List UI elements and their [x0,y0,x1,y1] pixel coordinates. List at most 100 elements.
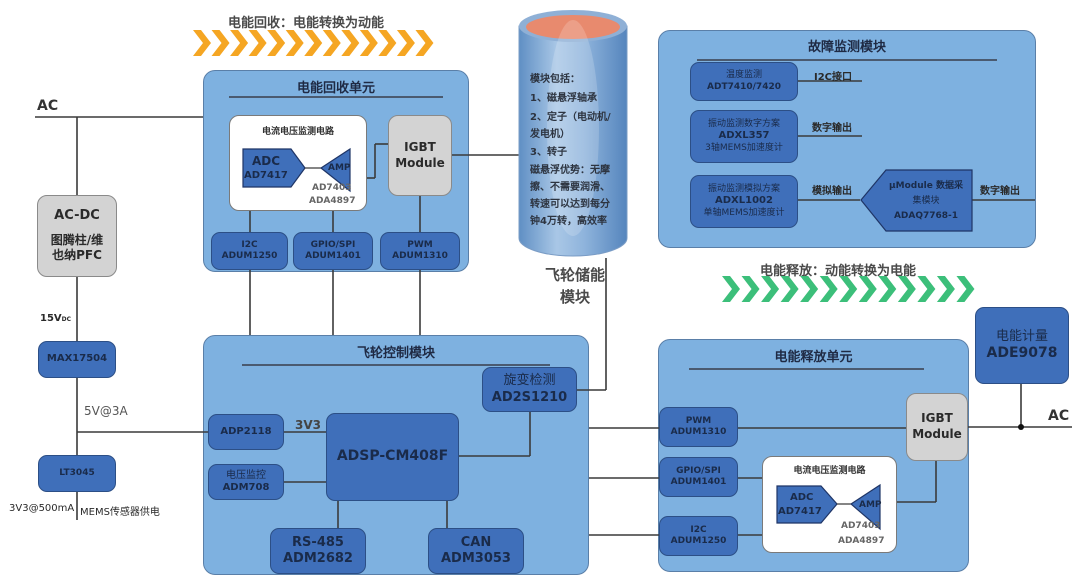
chevron [741,276,760,302]
release-pwm-line2: ADUM1310 [670,427,727,437]
chevron [722,276,740,302]
flywheel-caption: 飞轮储能 模块 [530,264,620,308]
recovery-igbt-line1: IGBT [404,139,436,154]
dsp-chip: ADSP-CM408F [326,413,459,501]
vib-analog-line2: ADXL1002 [715,195,773,207]
recovery-adc-amp-shapes [242,147,351,193]
energy-meter-line2: ADE9078 [986,344,1058,361]
chevron [780,276,799,302]
energy-meter-chip: 电能计量 ADE9078 [975,307,1069,384]
release-igbt-line1: IGBT [921,411,953,426]
temp-output-label: I2C接口 [814,72,853,83]
chevron [858,276,877,302]
chevron [761,276,780,302]
v15-value: 15V [40,313,62,324]
chevron [211,30,230,56]
recovery-amp-shape [319,147,351,193]
chevron [359,30,378,56]
adm708-chip: 电压监控 ADM708 [208,464,284,500]
recovery-gpio-line2: ADUM1401 [305,251,361,261]
flywheel-caption-line1: 飞轮储能 [544,266,605,284]
temp-monitor-chip: 温度监测 ADT7410/7420 [690,62,798,101]
flywheel-line: 模块包括： [530,74,580,85]
chevron [230,30,249,56]
v33-rail-label: 3V3 [295,418,321,432]
recovery-monitor-title: 电流电压监测电路 [261,127,334,137]
resolver-line1: 旋变检测 [503,373,556,389]
chevron [917,276,936,302]
release-gpio-line2: ADUM1401 [670,477,727,487]
release-amp-name: AMP [859,500,882,510]
release-gpio-line1: GPIO/SPI [676,465,721,476]
release-chevron-arrow [722,276,975,302]
recovery-amp-part1: AD7403 [312,183,352,193]
adm708-line1: 电压监控 [226,469,266,481]
fault-module-rule [697,59,997,61]
umodule-output-label: 数字输出 [980,186,1020,197]
vib-digital-line2: ADXL357 [718,130,770,142]
recovery-pwm-isolator: PWM ADUM1310 [380,232,460,270]
recovery-i2c-isolator: I2C ADUM1250 [211,232,288,270]
dsp-label: ADSP-CM408F [336,448,449,465]
chevron [396,30,415,56]
flywheel-caption-line2: 模块 [559,288,590,306]
release-pwm-isolator: PWM ADUM1310 [659,407,738,447]
mems-supply-label: MEMS传感器供电 [80,507,160,518]
flywheel-line: 转速可以达到每分 [530,199,610,210]
release-igbt-module: IGBT Module [906,393,968,461]
chevron [248,30,267,56]
umodule-shape [860,169,973,232]
ac-label-left: AC [37,98,59,114]
umodule-line1: μModule 数据采 [889,181,963,191]
vib-analog-chip: 振动监测模拟方案 ADXL1002 单轴MEMS加速度计 [690,175,798,228]
flywheel-line: 擦、不需要润滑、 [530,182,610,193]
acdc-converter: AC-DC 图腾柱/维 也纳PFC [37,195,117,277]
resolver-chip: 旋变检测 AD2S1210 [482,367,577,412]
flywheel-line: 磁悬浮优势：无摩 [530,165,610,176]
flywheel-line: 发电机） [530,129,570,140]
temp-monitor-line1: 温度监测 [725,70,762,81]
umodule-line3: ADAQ7768-1 [893,211,959,221]
recovery-adc-name: ADC [252,154,281,168]
can-line2: ADM3053 [441,551,511,566]
can-line1: CAN [460,534,492,550]
v5-label: 5V@3A [84,404,128,418]
recovery-i2c-line1: I2C [241,239,258,250]
recovery-adc-part: AD7417 [244,170,288,181]
lt3045-label: LT3045 [59,467,95,478]
temp-monitor-line2: ADT7410/7420 [707,81,781,92]
chevron [378,30,397,56]
flywheel-line: 2、定子（电动机/ [530,112,611,123]
release-igbt-line2: Module [912,427,962,441]
recovery-arrow-title: 电能回收：电能转换为动能 [228,16,385,31]
vib-digital-line3: 3轴MEMS加速度计 [705,142,783,153]
recovery-gpio-isolator: GPIO/SPI ADUM1401 [293,232,373,270]
rs485-line2: ADM2682 [283,551,353,566]
resolver-line2: AD2S1210 [491,389,568,405]
rs485-chip: RS-485 ADM2682 [270,528,366,574]
recovery-pwm-line2: ADUM1310 [392,251,448,261]
vib-analog-line1: 振动监测模拟方案 [707,184,780,194]
recovery-i2c-line2: ADUM1250 [221,251,278,261]
recovery-adc-shape [242,148,306,188]
v15-label: 15VDC [40,313,71,324]
recovery-pwm-line1: PWM [407,239,433,250]
release-adc-shape [776,485,838,524]
release-amp-part2: ADA4897 [838,536,885,546]
chevron [839,276,858,302]
adp2118-chip: ADP2118 [208,414,284,450]
vib-digital-line1: 振动监测数字方案 [707,119,780,129]
v33-label: 3V3@500mA [9,503,75,514]
chevron [936,276,955,302]
recovery-gpio-line1: GPIO/SPI [310,239,356,250]
recovery-igbt-line2: Module [395,155,445,170]
release-i2c-isolator: I2C ADUM1250 [659,516,738,556]
release-arrow-title: 电能释放：动能转换为电能 [760,264,917,279]
max17504-label: MAX17504 [46,353,108,365]
flywheel-line: 钟4万转，高效率 [530,216,607,227]
recovery-igbt-module: IGBT Module [388,115,452,196]
chevron [304,30,323,56]
vib-digital-chip: 振动监测数字方案 ADXL357 3轴MEMS加速度计 [690,110,798,163]
control-module-rule [242,364,550,366]
